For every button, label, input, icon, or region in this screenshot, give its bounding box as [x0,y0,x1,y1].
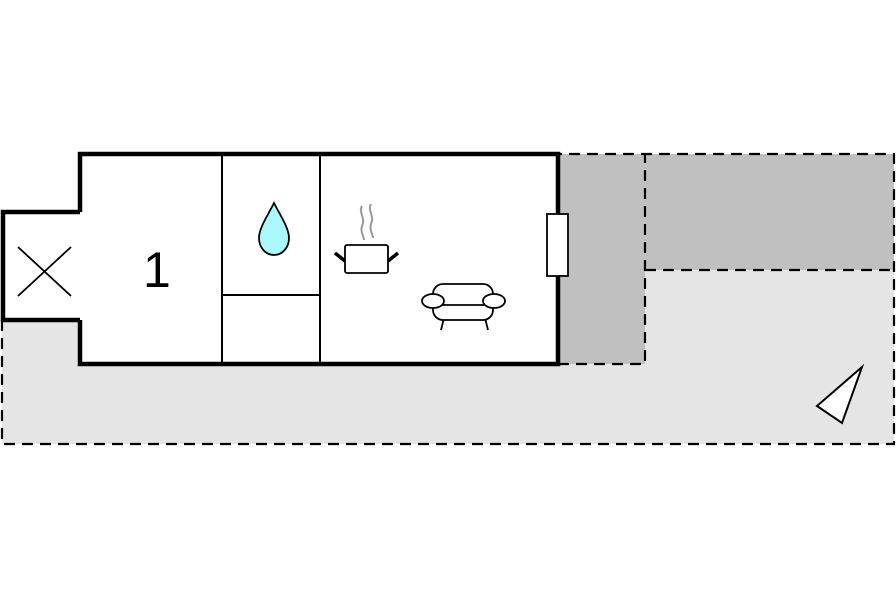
entrance-interior [4,212,80,320]
covered-terrace [558,154,645,364]
interior-walls [221,154,321,364]
dashed-boundaries [0,152,896,446]
bedroom-number-label: 1 [143,242,171,298]
cooking-pot-icon [333,203,400,274]
terrace-upper [645,154,894,270]
north-arrow-icon [815,363,865,425]
cross-icon [17,246,72,297]
water-drop-icon [258,200,290,256]
garden-area [2,270,894,444]
sofa-icon [421,283,506,331]
door [546,213,569,277]
